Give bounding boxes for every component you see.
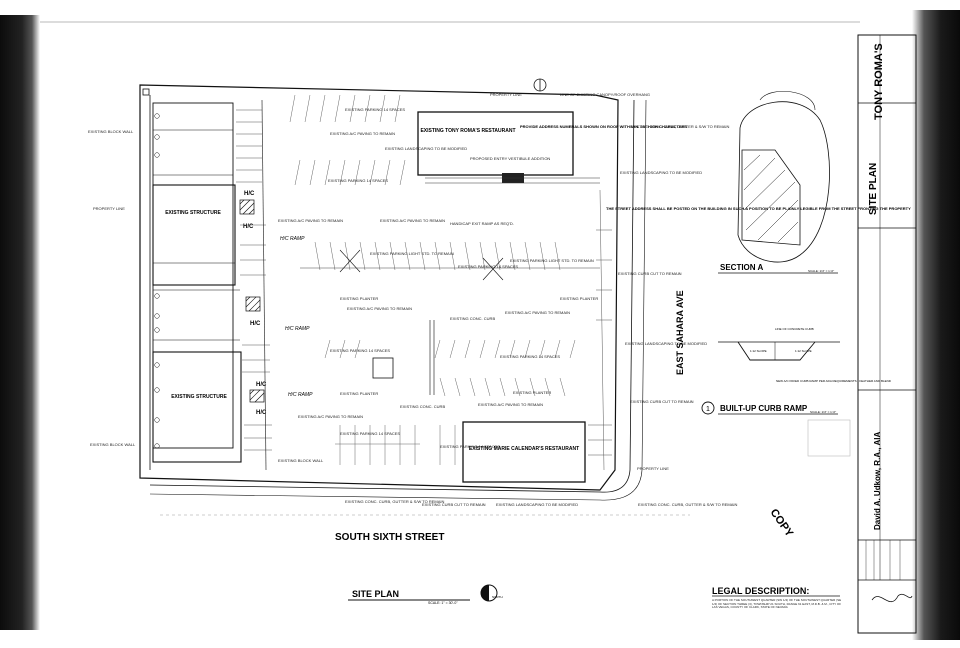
note-curb-cut-east: EXISTING CURB CUT TO REMAIN [618,271,682,276]
north-label: NORTH [492,595,503,599]
note-parking-south-2: EXISTING PARKING 14 SPACES [440,444,500,449]
note-paving-mid: EXISTING A/C PAVING TO REMAIN [347,306,412,311]
west-parking-stalls [236,99,272,471]
hc-label-2: H/C [243,224,254,230]
note-planter-center: EXISTING PLANTER [340,296,378,301]
east-parking-stalls [588,189,612,471]
slope-label-right: 1:12 SLOPE [795,349,812,353]
note-parking-center: EXISTING PARKING 14 SPACES [458,264,518,269]
scan-edge-right [912,10,960,640]
marie-callenders-label: EXISTING MARIE CALENDAR'S RESTAURANT [469,446,579,452]
existing-structure-label-2: EXISTING STRUCTURE [171,394,227,400]
note-curb-cut-south-east: EXISTING CURB CUT TO REMAIN [630,399,694,404]
hc-label-1: H/C [244,191,255,197]
note-planter-southeast: EXISTING PLANTER [513,390,551,395]
ramp-note-curb: LINE OF CONCRETE CURB [775,327,814,331]
existing-structure-label-1: EXISTING STRUCTURE [165,210,221,216]
marie-callenders-building [462,421,586,483]
section-a-detail [737,90,830,263]
legal-description-text: A PORTION OF THE SOUTHWEST QUARTER (SW 1… [712,598,842,610]
detail-number-icon [701,401,715,415]
note-gutter-north: EXISTING CONC. CURB, GUTTER & S/W TO REM… [630,124,730,129]
street-address-note: THE STREET ADDRESS SHALL BE POSTED ON TH… [606,206,911,211]
ramp-number: 1 [706,406,710,413]
note-block-wall-south: EXISTING BLOCK WALL [90,442,136,447]
curb-ramp-detail: 1:12 SLOPE 1:12 SLOPE LINE OF CONCRETE C… [718,327,892,383]
ramp-note-paving: NEW A/C PAVED CURB RAMP PER ADA REQUIREM… [776,379,892,383]
south-parking-stalls [335,425,456,465]
note-gutter-southeast: EXISTING CONC. CURB, GUTTER & S/W TO REM… [638,502,738,507]
planter-box [372,357,394,379]
tony-romas-label: EXISTING TONY ROMA'S RESTAURANT [420,128,515,134]
note-handicap-exit: HANDICAP EXIT RAMP AS REQ'D. [450,221,514,226]
hc-label-3: H/C [250,321,261,327]
south-street-label: SOUTH SIXTH STREET [335,532,444,543]
hc-hatch-areas [239,199,265,403]
note-paving-mid-east: EXISTING A/C PAVING TO REMAIN [505,310,570,315]
note-paving-west: EXISTING A/C PAVING TO REMAIN [278,218,343,223]
note-landscaping-east: EXISTING LANDSCAPING TO BE MODIFIED [620,170,702,175]
note-light-2: EXISTING PARKING LIGHT STD. TO REMAIN [510,258,594,263]
note-vestibule: PROPOSED ENTRY VESTIBULE ADDITION [470,156,550,161]
legal-title: LEGAL DESCRIPTION: [712,586,809,596]
title-block [857,34,917,634]
note-curb-south: EXISTING CONC. CURB [400,404,445,409]
note-property-line-east: PROPERTY LINE [637,466,669,471]
note-property-line-north: PROPERTY LINE [490,92,522,97]
note-paving-center: EXISTING A/C PAVING TO REMAIN [380,218,445,223]
island-curb [429,320,435,395]
note-parking-north: EXISTING PARKING 14 SPACES [345,107,405,112]
title-block-sheet-title: SITE PLAN [868,163,879,215]
title-block-architect: David A. Udkow, R.A., AIA [873,432,882,530]
hc-ramp-label-3: H/C RAMP [288,392,313,398]
note-parking-south: EXISTING PARKING 14 SPACES [340,431,400,436]
note-block-wall-south-2: EXISTING BLOCK WALL [278,458,324,463]
callout-notes: EXISTING BLOCK WALL PROPERTY LINE EXISTI… [88,92,738,507]
note-parking-row-2: EXISTING PARKING 14 SPACES [328,178,388,183]
street-curb-line [149,99,635,493]
existing-structure-1 [152,102,242,463]
title-block-project: TONY ROMA'S [873,43,885,120]
east-street-label: EAST SAHARA AVE [675,290,685,375]
note-parking-south-mid: EXISTING PARKING 14 SPACES [330,348,390,353]
note-curb-mid: EXISTING CONC. CURB [450,316,495,321]
section-a-scale: SCALE: 1/4" = 1'-0" [808,269,834,273]
note-paving-south-east: EXISTING A/C PAVING TO REMAIN [478,402,543,407]
note-paving-south: EXISTING A/C PAVING TO REMAIN [298,414,363,419]
note-light-1: EXISTING PARKING LIGHT STD. TO REMAIN [370,251,454,256]
copy-stamp: COPY [768,507,796,540]
hc-label-4: H/C [256,382,267,388]
note-landscaping-south: EXISTING LANDSCAPING TO BE MODIFIED [496,502,578,507]
note-parking-south-east: EXISTING PARKING 14 SPACES [500,354,560,359]
note-paving-north: EXISTING A/C PAVING TO REMAIN [330,131,395,136]
plan-scale: SCALE: 1" = 30'-0" [428,601,458,605]
approval-stamp [807,419,851,457]
address-note: PROVIDE ADDRESS NUMERALS SHOWN ON ROOF W… [520,124,687,129]
tony-romas-building [417,111,574,176]
hc-ramp-label-2: H/C RAMP [285,326,310,332]
plan-title: SITE PLAN [352,589,399,599]
note-curb-cut-south: EXISTING CURB CUT TO REMAIN [422,502,486,507]
note-gutter-south: EXISTING CONC. CURB, GUTTER & S/W TO REM… [345,499,445,504]
note-landscaping-north: EXISTING LANDSCAPING TO BE MODIFIED [385,146,467,151]
hc-ramp-label-1: H/C RAMP [280,236,305,242]
property-boundary [139,84,619,491]
north-parking-stalls [289,94,406,186]
note-block-wall-north: EXISTING BLOCK WALL [88,129,134,134]
ramp-scale: SCALE: 1/4" = 1'-0" [810,410,836,414]
scan-edge-left [0,15,40,630]
hc-label-5: H/C [256,410,267,416]
note-planter-south: EXISTING PLANTER [340,391,378,396]
note-property-line-west: PROPERTY LINE [93,206,125,211]
ramp-title: BUILT-UP CURB RAMP [720,404,808,413]
section-a-title: SECTION A [720,263,763,272]
note-roof-line: LINE OF EXISTING CANOPY/ROOF OVERHANG [560,92,650,97]
note-planter-east: EXISTING PLANTER [560,296,598,301]
central-parking-stalls [300,241,600,397]
slope-label-left: 1:12 SLOPE [750,349,767,353]
note-landscaping-east-2: EXISTING LANDSCAPING TO BE MODIFIED [625,341,707,346]
